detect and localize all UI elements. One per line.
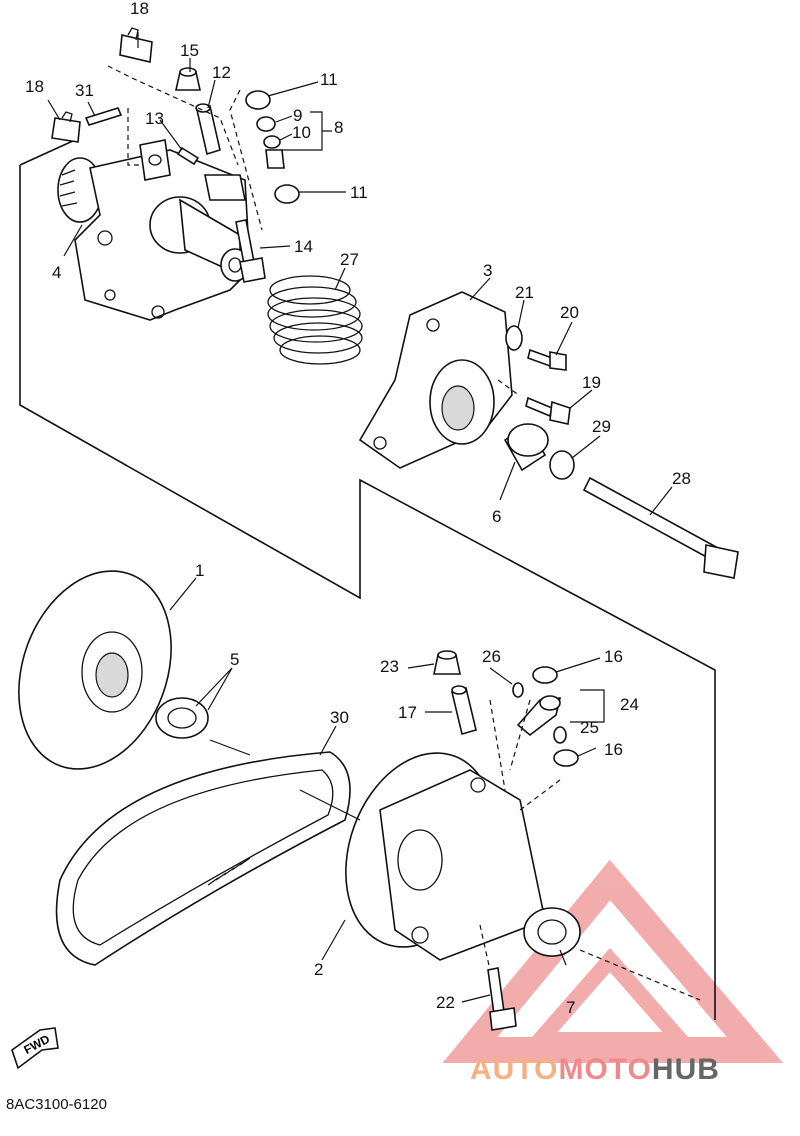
- callout-3: 3: [483, 261, 492, 280]
- watermark-brand: AUTOMOTOHUB: [470, 1053, 720, 1087]
- callout-28: 28: [672, 469, 691, 488]
- callout-20: 20: [560, 303, 579, 322]
- callout-1: 1: [195, 561, 204, 580]
- part-17-sleeve: [451, 685, 477, 735]
- part-28-long-bolt: [582, 476, 739, 579]
- callout-27: 27: [340, 250, 359, 269]
- part-23-nut: [433, 650, 461, 675]
- callout-16-lower: 16: [604, 740, 623, 759]
- callout-18: 18: [130, 0, 149, 18]
- watermark-logo: [442, 859, 784, 1063]
- part-27-spring: [267, 275, 363, 365]
- callout-11-lower: 11: [350, 183, 368, 202]
- callout-5: 5: [230, 650, 239, 669]
- part-24-arm: [516, 695, 562, 737]
- callout-11: 11: [320, 70, 338, 89]
- part-30-drive-belt: [55, 751, 351, 966]
- part-16-washer-top: [532, 666, 558, 684]
- leader-lines: [47, 32, 673, 1003]
- callout-29: 29: [592, 417, 611, 436]
- callout-25: 25: [580, 718, 599, 737]
- part-code: 8AC3100-6120: [6, 1096, 107, 1113]
- part-2-sheave-housing: [345, 752, 546, 961]
- watermark-part-moto: MOTO: [558, 1053, 652, 1086]
- callout-18-left: 18: [25, 77, 44, 96]
- part-26-screw: [512, 682, 524, 698]
- part-1-fixed-sheave: [18, 570, 172, 770]
- part-11-washer-bottom: [274, 184, 300, 204]
- callout-10: 10: [292, 123, 311, 142]
- part-11-washer-top: [245, 90, 271, 110]
- part-4-sheave-hub: [57, 139, 251, 321]
- callout-24: 24: [620, 695, 639, 714]
- part-22-bolt: [487, 967, 517, 1031]
- assembly-dash-lines: [107, 65, 701, 1001]
- callout-6: 6: [492, 507, 501, 526]
- callout-7: 7: [566, 998, 575, 1017]
- part-7-bushing: [523, 907, 581, 957]
- part-19-bolt: [525, 396, 571, 425]
- upper-frame-outline: [19, 165, 716, 1020]
- callout-30: 30: [330, 708, 349, 727]
- part-25-roller: [553, 726, 567, 744]
- callout-15: 15: [180, 41, 199, 60]
- callout-26: 26: [482, 647, 501, 666]
- part-18-weight-top: [119, 27, 153, 63]
- callout-4: 4: [52, 263, 61, 282]
- part-13-bolt: [176, 146, 200, 166]
- part-6-bushing: [503, 423, 549, 472]
- callout-22: 22: [436, 993, 455, 1012]
- callout-16: 16: [604, 647, 623, 666]
- watermark-part-hub: HUB: [651, 1053, 720, 1086]
- part-9-10-roller: [256, 116, 285, 169]
- callout-12: 12: [212, 63, 231, 82]
- part-29-collar: [549, 450, 575, 480]
- callout-21: 21: [515, 283, 534, 302]
- part-20-bolt: [527, 348, 567, 371]
- part-31-pin: [84, 107, 123, 126]
- callout-labels: 18 15 12 11 18 31 13 9 10 8 11 14 4 27 3…: [25, 0, 691, 1017]
- callout-14: 14: [294, 237, 313, 256]
- callout-2: 2: [314, 960, 323, 979]
- part-18-weight-left: [51, 111, 81, 143]
- part-14-bolt: [235, 219, 266, 283]
- part-12-sleeve: [195, 103, 221, 156]
- part-5-bushing: [155, 697, 209, 739]
- callout-13: 13: [145, 109, 164, 128]
- callout-9: 9: [293, 106, 302, 125]
- callout-17: 17: [398, 703, 417, 722]
- upper-frame-top: [19, 139, 76, 166]
- watermark-part-auto: AUTO: [470, 1053, 559, 1086]
- callout-23: 23: [380, 657, 399, 676]
- part-16-washer-bottom: [553, 749, 579, 767]
- callout-8: 8: [334, 118, 343, 137]
- part-3-cover: [358, 291, 513, 469]
- callout-31: 31: [75, 81, 94, 100]
- callout-19: 19: [582, 373, 601, 392]
- fwd-arrow-icon: FWD: [11, 1027, 59, 1070]
- part-21-washer: [505, 325, 523, 351]
- part-15-nut: [175, 67, 201, 91]
